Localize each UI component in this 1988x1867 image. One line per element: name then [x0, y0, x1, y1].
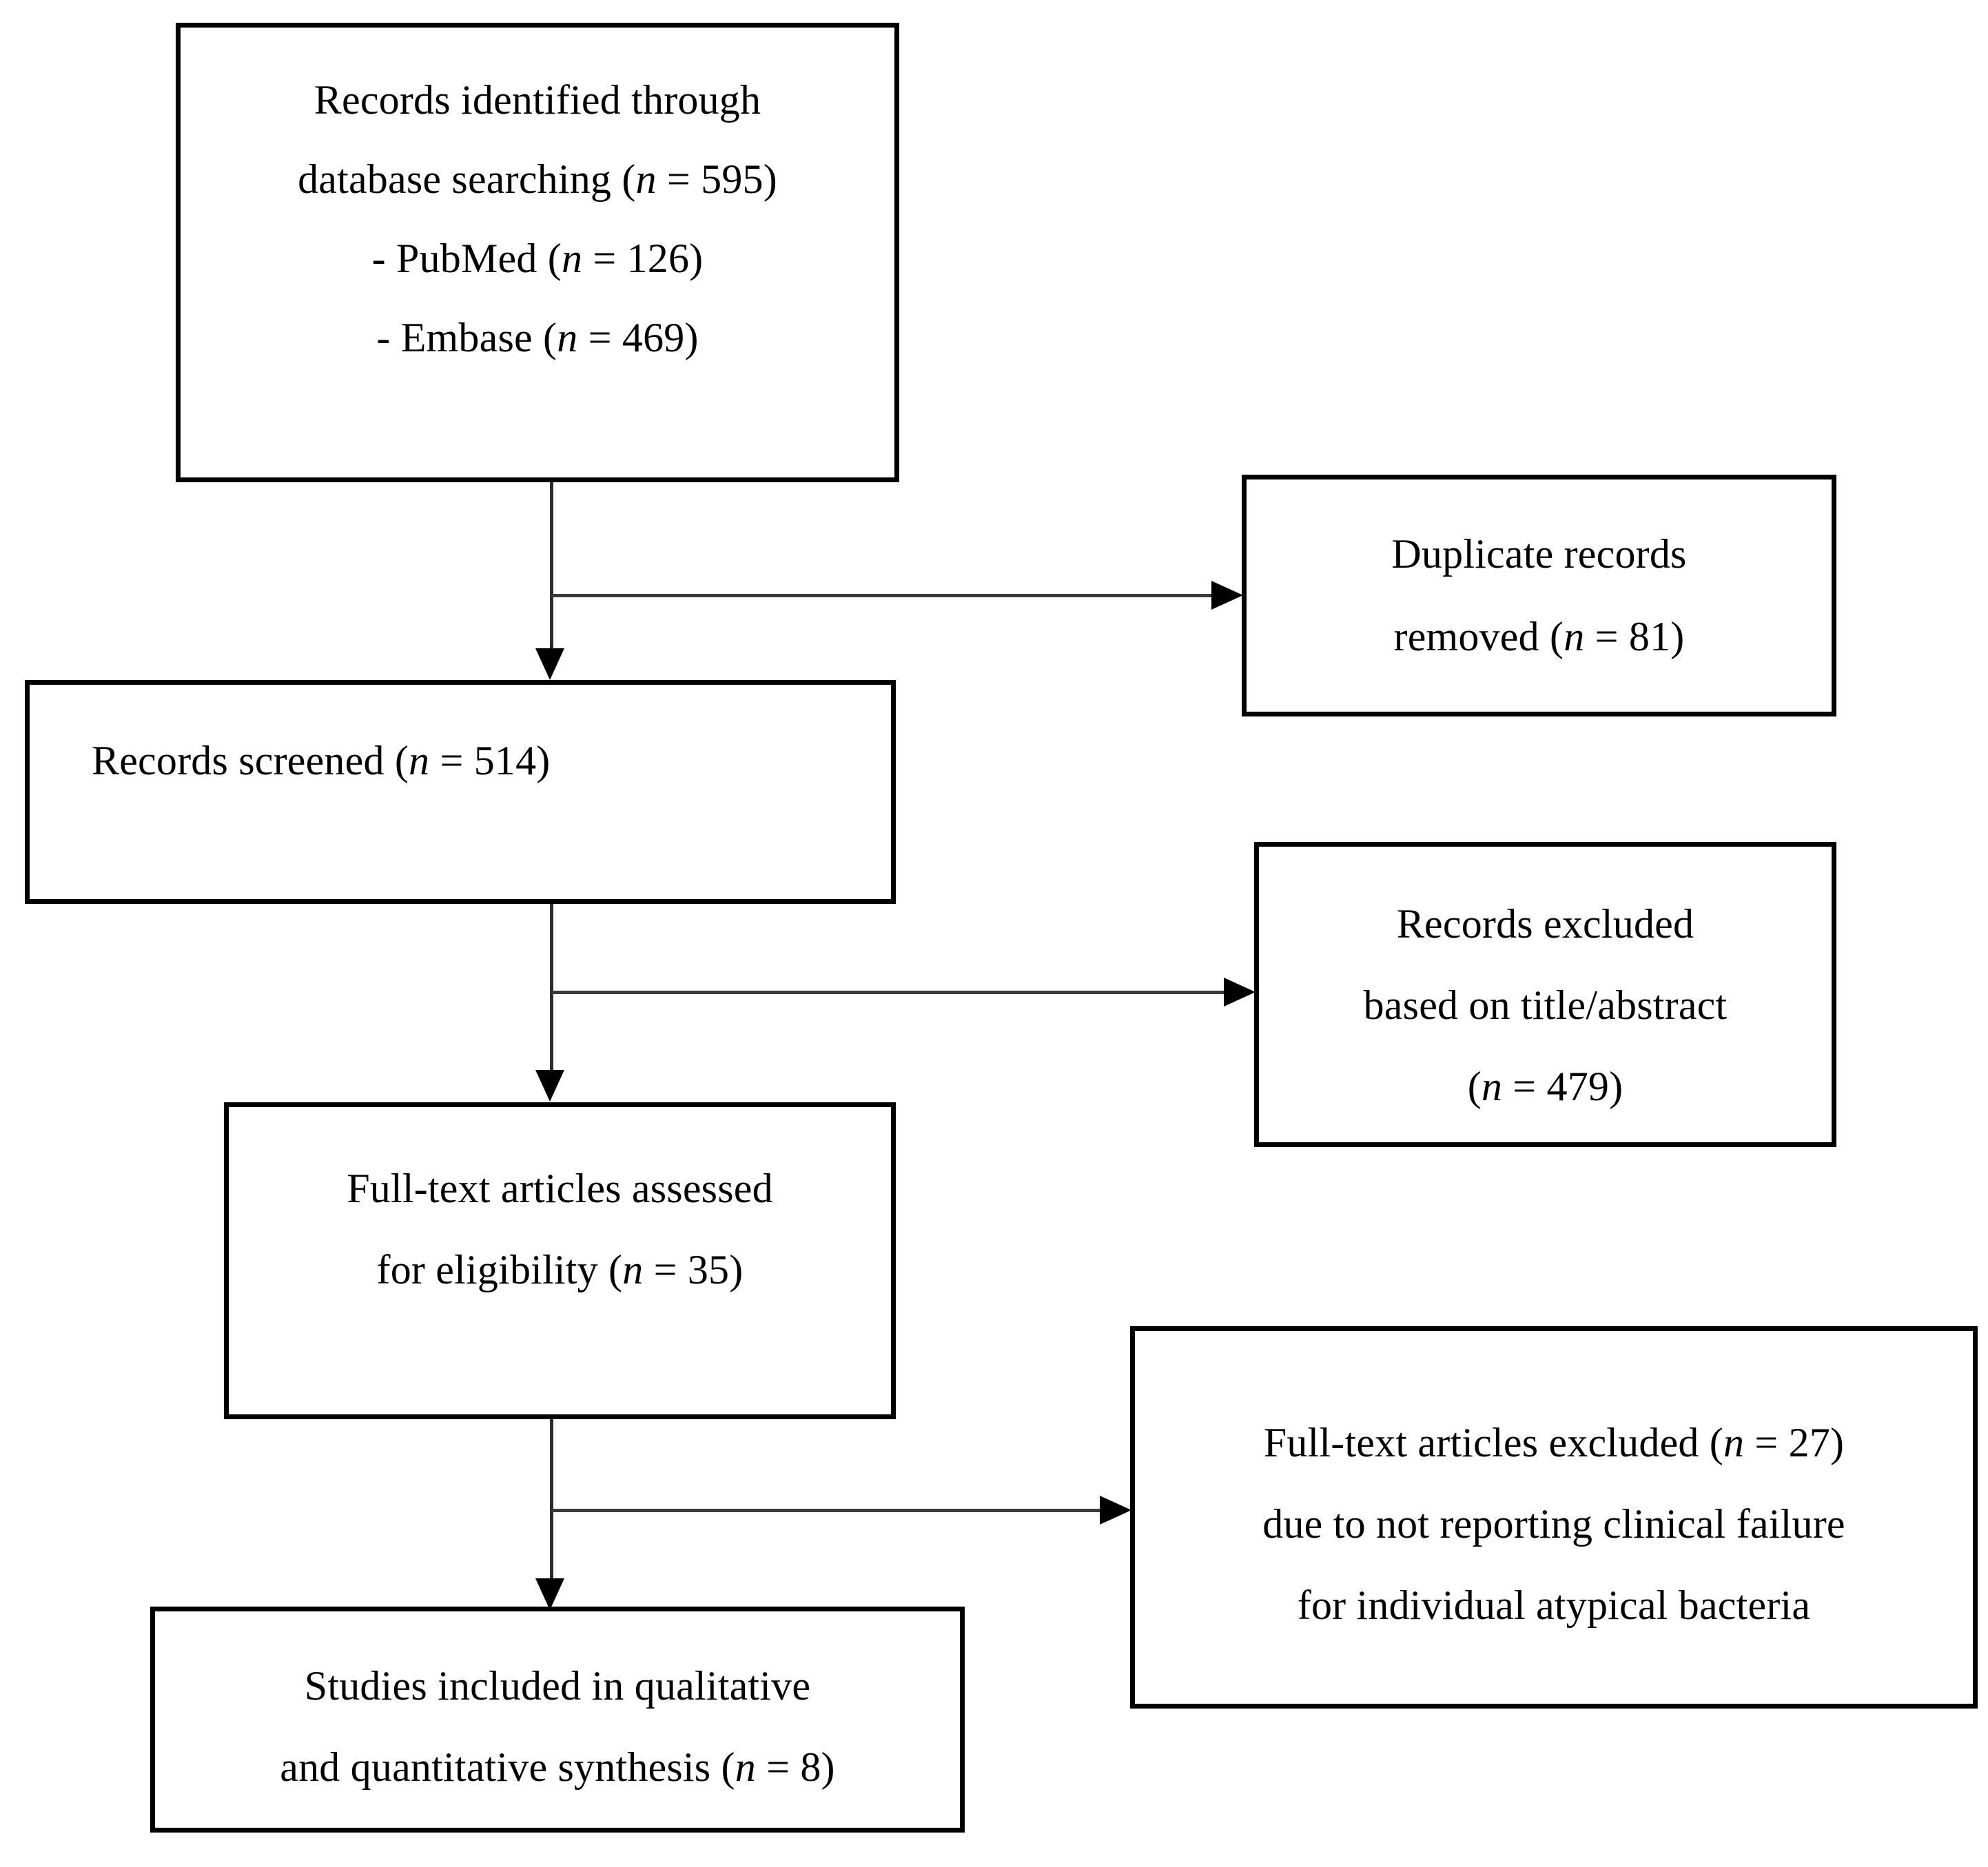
connector-identified-to-duplicates-line	[551, 594, 1214, 597]
box-records-identified: Records identified through database sear…	[176, 23, 899, 482]
arrow-screened-to-fulltext-head	[535, 1070, 564, 1102]
arrow-screened-to-excluded-head	[1224, 978, 1256, 1007]
box-fulltext-articles-excluded: Full-text articles excluded (n = 27) due…	[1130, 1326, 1978, 1709]
records-identified-line-3: - PubMed (n = 126)	[371, 236, 704, 281]
records-excluded-line-3: (n = 479)	[1467, 1064, 1623, 1109]
duplicates-removed-line-1: Duplicate records	[1391, 531, 1687, 577]
arrow-identified-to-screened-head	[535, 648, 564, 680]
fulltext-excluded-line-2: due to not reporting clinical failure	[1262, 1501, 1845, 1547]
fulltext-excluded-line-1: Full-text articles excluded (n = 27)	[1263, 1420, 1845, 1465]
fulltext-assessed-line-1: Full-text articles assessed	[347, 1166, 773, 1211]
connector-fulltext-to-included-line	[550, 1419, 553, 1581]
records-identified-line-1: Records identified through	[314, 77, 761, 123]
fulltext-excluded-line-3: for individual atypical bacteria	[1297, 1582, 1811, 1628]
connector-fulltext-to-fulltext-excluded-line	[551, 1509, 1103, 1512]
records-screened-line-1: Records screened (n = 514)	[92, 738, 551, 783]
studies-included-line-1: Studies included in qualitative	[304, 1663, 811, 1709]
arrow-identified-to-duplicates-head	[1211, 581, 1243, 610]
connector-screened-to-excluded-line	[551, 991, 1227, 994]
records-identified-line-2: database searching (n = 595)	[298, 156, 777, 202]
records-excluded-line-1: Records excluded	[1396, 901, 1694, 947]
records-excluded-line-2: based on title/abstract	[1363, 982, 1728, 1028]
arrow-fulltext-to-included-head	[535, 1578, 564, 1610]
box-fulltext-articles-assessed: Full-text articles assessed for eligibil…	[224, 1102, 896, 1419]
connector-identified-to-screened-line	[550, 482, 553, 651]
box-studies-included: Studies included in qualitative and quan…	[150, 1607, 965, 1833]
studies-included-line-2: and quantitative synthesis (n = 8)	[280, 1744, 835, 1790]
duplicates-removed-line-2: removed (n = 81)	[1393, 614, 1685, 659]
fulltext-assessed-line-2: for eligibility (n = 35)	[376, 1247, 744, 1292]
box-records-screened: Records screened (n = 514)	[25, 680, 896, 904]
box-records-excluded: Records excluded based on title/abstract…	[1254, 842, 1836, 1147]
arrow-fulltext-to-fulltext-excluded-head	[1100, 1496, 1131, 1525]
records-identified-line-4: - Embase (n = 469)	[376, 315, 699, 360]
box-duplicate-records-removed: Duplicate records removed (n = 81)	[1242, 475, 1836, 716]
connector-screened-to-fulltext-line	[550, 904, 553, 1073]
